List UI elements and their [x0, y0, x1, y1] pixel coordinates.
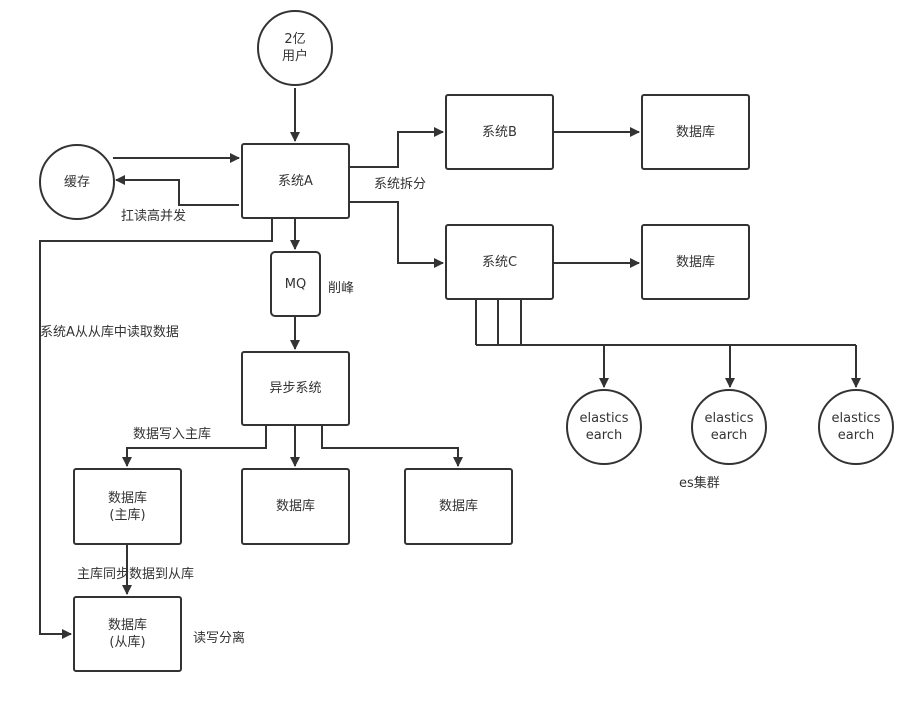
users-node: 2亿 用户 — [257, 10, 333, 86]
es-node-1: elastics earch — [566, 389, 642, 465]
label-read-slave: 系统A从从库中读取数据 — [40, 325, 179, 340]
edge-system-a-to-cache — [115, 175, 239, 206]
db-master-node: 数据库 (主库) — [73, 468, 182, 545]
label-write-master: 数据写入主库 — [133, 427, 212, 442]
db-right-node: 数据库 — [404, 468, 513, 545]
mq-node: MQ — [270, 251, 321, 317]
label-cache-read: 扛读高并发 — [121, 209, 187, 224]
edge-system-a-to-system-b — [350, 127, 444, 168]
system-c-node: 系统C — [445, 224, 554, 300]
db-b-node: 数据库 — [641, 94, 750, 170]
label-sync: 主库同步数据到从库 — [77, 567, 195, 582]
db-mid-node: 数据库 — [241, 468, 350, 545]
label-split: 系统拆分 — [374, 177, 427, 192]
system-b-node: 系统B — [445, 94, 554, 170]
es-node-3: elastics earch — [818, 389, 894, 465]
db-slave-node: 数据库 (从库) — [73, 596, 182, 672]
cache-node: 缓存 — [39, 144, 115, 220]
label-rw-split: 读写分离 — [193, 631, 246, 646]
edge-system-a-to-slave — [39, 219, 273, 639]
async-system-node: 异步系统 — [241, 351, 350, 426]
label-es-cluster: es集群 — [679, 476, 720, 491]
edge-system-a-to-system-c — [350, 201, 444, 268]
label-peak: 削峰 — [328, 281, 355, 296]
system-a-node: 系统A — [241, 143, 350, 219]
es-node-2: elastics earch — [691, 389, 767, 465]
db-c-node: 数据库 — [641, 224, 750, 300]
edge-async-to-right-db — [321, 426, 463, 467]
edge-async-to-master — [122, 426, 267, 467]
